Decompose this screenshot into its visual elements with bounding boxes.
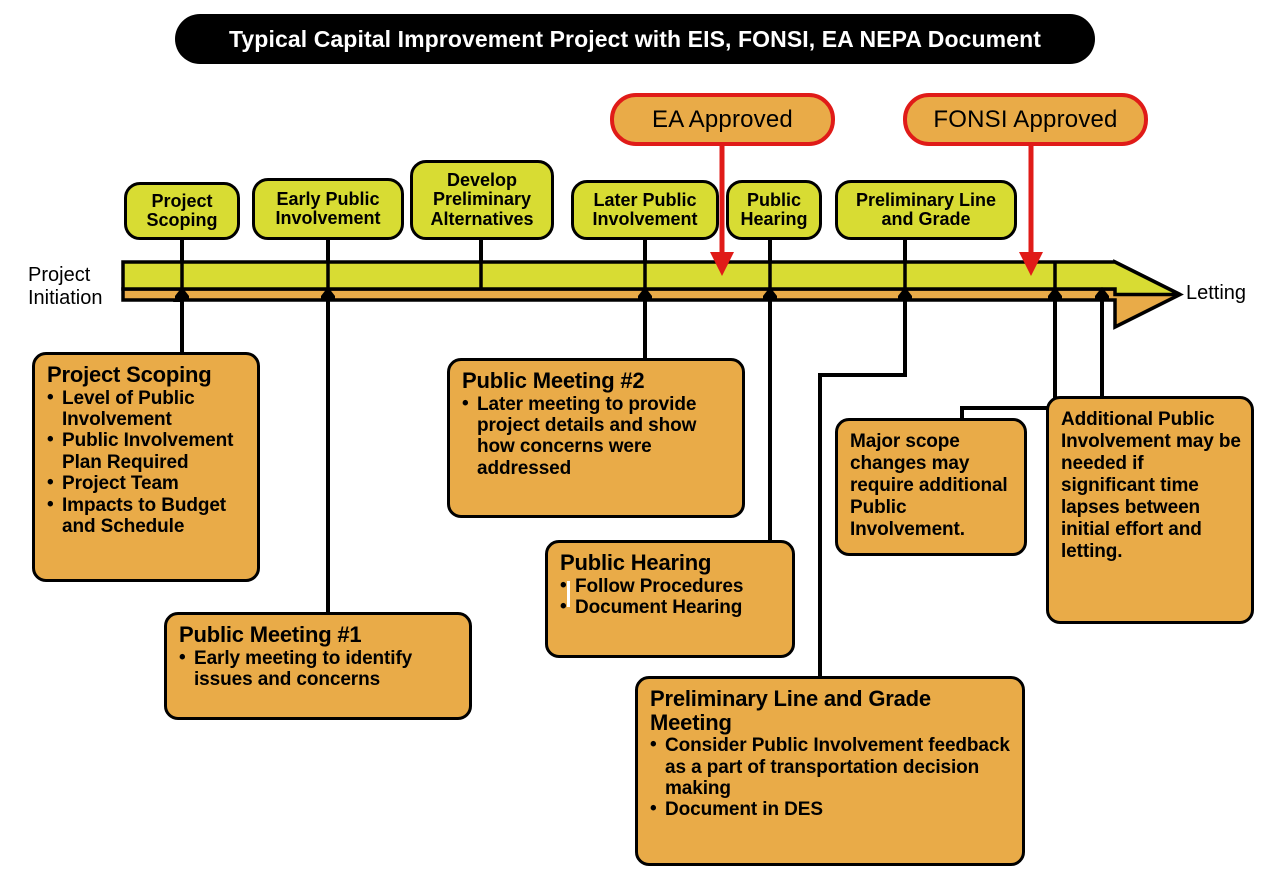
list-item: Follow Procedures bbox=[560, 575, 782, 597]
timeline-band-top bbox=[121, 260, 1181, 297]
detail-public-hearing-bullets: Follow Procedures Document Hearing bbox=[560, 575, 782, 619]
letting-label: Letting bbox=[1186, 282, 1247, 304]
project-initiation-line2: Initiation bbox=[28, 286, 103, 309]
detail-public-meeting-2[interactable]: Public Meeting #2 Later meeting to provi… bbox=[447, 358, 745, 518]
approval-arrow-fonsi bbox=[1019, 146, 1043, 276]
fonsi-approved-label: FONSI Approved bbox=[933, 105, 1118, 133]
detail-plg-bullets: Consider Public Involvement feedback as … bbox=[650, 734, 1012, 821]
text-caret-artifact bbox=[567, 581, 570, 607]
detail-public-hearing-heading: Public Hearing bbox=[560, 550, 712, 575]
timeline-up-arrowheads bbox=[173, 287, 1109, 302]
detail-public-meeting-1-heading: Public Meeting #1 bbox=[179, 622, 362, 647]
detail-preliminary-line-and-grade-meeting[interactable]: Preliminary Line and Grade Meeting Consi… bbox=[635, 676, 1025, 866]
milestone-ea-approved[interactable]: EA Approved bbox=[610, 93, 835, 146]
list-item: Later meeting to provide project details… bbox=[462, 393, 732, 480]
list-item: Impacts to Budget and Schedule bbox=[47, 494, 247, 538]
project-initiation-line1: Project bbox=[28, 264, 91, 286]
detail-project-scoping-bullets: Level of Public Involvement Public Invol… bbox=[47, 387, 247, 538]
list-item: Early meeting to identify issues and con… bbox=[179, 647, 459, 691]
detail-public-meeting-2-bullets: Later meeting to provide project details… bbox=[462, 393, 732, 480]
detail-project-scoping-heading: Project Scoping bbox=[47, 362, 212, 387]
list-item: Level of Public Involvement bbox=[47, 387, 247, 431]
detail-public-hearing[interactable]: Public Hearing Follow Procedures Documen… bbox=[545, 540, 795, 658]
note-additional-public-involvement[interactable]: Additional Public Involvement may be nee… bbox=[1046, 396, 1254, 624]
list-item: Project Team bbox=[47, 472, 247, 494]
list-item: Consider Public Involvement feedback as … bbox=[650, 734, 1012, 799]
approval-arrow-ea bbox=[710, 146, 734, 276]
ea-approved-label: EA Approved bbox=[652, 105, 793, 133]
milestone-fonsi-approved[interactable]: FONSI Approved bbox=[903, 93, 1148, 146]
list-item: Public Involvement Plan Required bbox=[47, 429, 247, 473]
list-item: Document in DES bbox=[650, 798, 1012, 820]
detail-public-meeting-1[interactable]: Public Meeting #1 Early meeting to ident… bbox=[164, 612, 472, 720]
detail-public-meeting-2-heading: Public Meeting #2 bbox=[462, 368, 645, 393]
detail-plg-heading: Preliminary Line and Grade Meeting bbox=[650, 686, 931, 735]
note-major-scope-changes[interactable]: Major scope changes may require addition… bbox=[835, 418, 1027, 556]
page-title: Typical Capital Improvement Project with… bbox=[175, 14, 1095, 64]
project-initiation-label: Project Initiation bbox=[28, 264, 138, 310]
detail-public-meeting-1-bullets: Early meeting to identify issues and con… bbox=[179, 647, 459, 691]
detail-project-scoping[interactable]: Project Scoping Level of Public Involvem… bbox=[32, 352, 260, 582]
list-item: Document Hearing bbox=[560, 596, 782, 618]
